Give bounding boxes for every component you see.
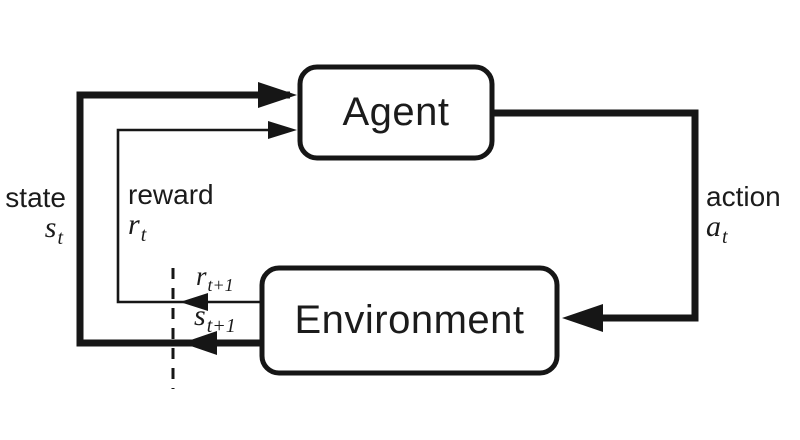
reward-word: reward [128,179,214,210]
action-arrowhead-into-environment [562,304,603,332]
action-symbol: at [706,210,728,249]
state-symbol: st [44,211,63,250]
reward-subscript: t [140,224,147,247]
next-state-edge-label: st+1 [194,299,236,337]
next-reward-symbol: rt+1 [196,261,234,295]
action-edge-path [490,109,699,322]
next-state-symbol: st+1 [194,299,236,337]
reward-symbol: rt [128,208,147,247]
environment-node-label: Environment [294,298,525,342]
next-state-arrowhead [182,331,217,355]
next-reward-subscript: t+1 [207,275,234,295]
agent-node-label: Agent [342,90,450,134]
action-edge-label: action at [706,181,781,249]
state-word: state [5,182,66,213]
action-subscript: t [722,226,728,249]
reward-edge-label: reward rt [128,179,214,247]
state-arrowhead-into-agent [258,82,297,108]
next-reward-arrowhead [180,293,208,311]
reward-arrowhead-into-agent [268,121,297,139]
agent-node-box [297,64,495,161]
next-state-subscript: t+1 [206,315,236,337]
state-edge-path [76,91,290,347]
next-reward-edge-label: rt+1 [196,261,234,295]
state-edge-label: state st [0,182,66,250]
state-subscript: t [57,227,63,250]
environment-node-box [259,265,560,376]
action-word: action [706,181,781,212]
